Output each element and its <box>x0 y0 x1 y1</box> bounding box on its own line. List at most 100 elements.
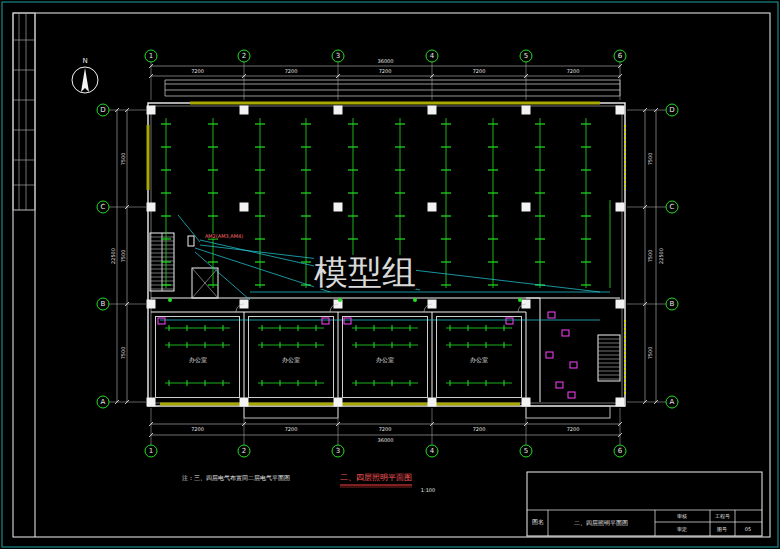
light-fixture <box>301 192 311 193</box>
light-fixture <box>187 380 188 386</box>
dimension-text: 7200 <box>473 69 486 74</box>
light-fixture <box>258 345 324 346</box>
light-fixture <box>352 328 418 329</box>
dimension-text: 22500 <box>110 248 115 264</box>
canopy-line <box>165 80 620 81</box>
window-band <box>190 102 600 105</box>
light-fixture <box>161 284 171 285</box>
light-fixture <box>208 238 218 239</box>
light-fixture <box>169 380 170 386</box>
interior-wall <box>526 312 527 402</box>
dimension-tick <box>618 433 622 437</box>
axis-bubble <box>145 50 157 62</box>
dimension-text: 7200 <box>285 69 298 74</box>
column <box>147 203 155 211</box>
light-fixture <box>255 169 265 170</box>
axis-line <box>620 62 621 100</box>
canopy-line <box>165 96 620 97</box>
axis-letter: D <box>669 107 674 114</box>
light-fixture <box>169 342 170 348</box>
light-fixture <box>446 383 512 384</box>
axis-number: 3 <box>336 53 340 60</box>
axis-line <box>432 62 433 100</box>
binding-table <box>13 100 35 101</box>
light-fixture <box>208 284 218 285</box>
light-fixture <box>581 238 591 239</box>
axis-line <box>338 62 339 100</box>
light-fixture <box>504 380 505 386</box>
axis-letter: A <box>101 399 106 406</box>
axis-bubble <box>332 50 344 62</box>
light-fixture <box>348 123 358 124</box>
light-fixture <box>395 169 405 170</box>
switch-symbol <box>338 298 342 302</box>
light-fixture <box>348 238 358 239</box>
axis-bubble <box>332 445 344 457</box>
column <box>147 300 155 308</box>
column <box>334 203 342 211</box>
light-fixture <box>205 342 206 348</box>
light-fixture <box>488 169 498 170</box>
light-fixture <box>410 325 411 331</box>
stair-tread <box>598 355 620 356</box>
dimension-text: 7500 <box>648 347 653 360</box>
dimension-text: 36000 <box>378 59 394 64</box>
light-fixture <box>348 146 358 147</box>
light-fixture <box>441 284 451 285</box>
exterior-wall <box>151 106 622 403</box>
light-fixture <box>258 383 324 384</box>
stair-tread <box>598 379 620 380</box>
axis-line <box>627 304 666 305</box>
axis-bubble <box>97 104 109 116</box>
dimension-tick <box>149 422 153 426</box>
dimension-tick <box>618 64 622 68</box>
dimension-tick <box>618 422 622 426</box>
stair-tread <box>598 351 620 352</box>
title-block-cell: 图名 <box>532 520 544 526</box>
light-fixture <box>535 123 545 124</box>
door-swing <box>330 304 338 312</box>
axis-letter: A <box>670 399 675 406</box>
axis-bubble <box>520 50 532 62</box>
axis-bubble <box>666 396 678 408</box>
column <box>616 398 624 406</box>
light-fixture <box>161 261 171 262</box>
dimension-tick <box>242 74 246 78</box>
fixture-symbol <box>322 318 329 324</box>
dimension-tick <box>125 400 129 404</box>
interior-wall <box>432 312 433 402</box>
light-fixture <box>392 325 393 331</box>
light-fixture <box>488 123 498 124</box>
title-underline <box>340 484 412 485</box>
scale-text: 1:100 <box>421 488 435 493</box>
column <box>616 106 624 114</box>
axis-bubble <box>97 201 109 213</box>
light-fixture <box>488 146 498 147</box>
light-fixture <box>161 169 171 170</box>
watermark: 模型组 <box>314 255 416 289</box>
binding-table <box>13 13 35 210</box>
room-name: 办公室 <box>470 357 488 363</box>
column <box>334 106 342 114</box>
title-block-line <box>735 510 736 536</box>
dimension-text: 7200 <box>473 427 486 432</box>
wiring-line <box>200 240 420 290</box>
dimension-text: 7200 <box>379 69 392 74</box>
axis-letter: D <box>100 107 105 114</box>
dimension-tick <box>125 108 129 112</box>
light-fixture <box>298 342 299 348</box>
window-band <box>147 125 150 190</box>
stair-tread <box>598 359 620 360</box>
note-text: 注：三、四层电气布置同二层电气平面图 <box>182 475 290 481</box>
fixture-symbol <box>562 330 569 336</box>
room-name: 办公室 <box>189 357 207 363</box>
light-fixture <box>535 261 545 262</box>
north-arrow <box>81 68 89 92</box>
dimension-tick <box>336 422 340 426</box>
binding-table <box>19 13 20 210</box>
axis-number: 2 <box>242 448 246 455</box>
axis-bubble <box>97 298 109 310</box>
light-fixture <box>348 169 358 170</box>
